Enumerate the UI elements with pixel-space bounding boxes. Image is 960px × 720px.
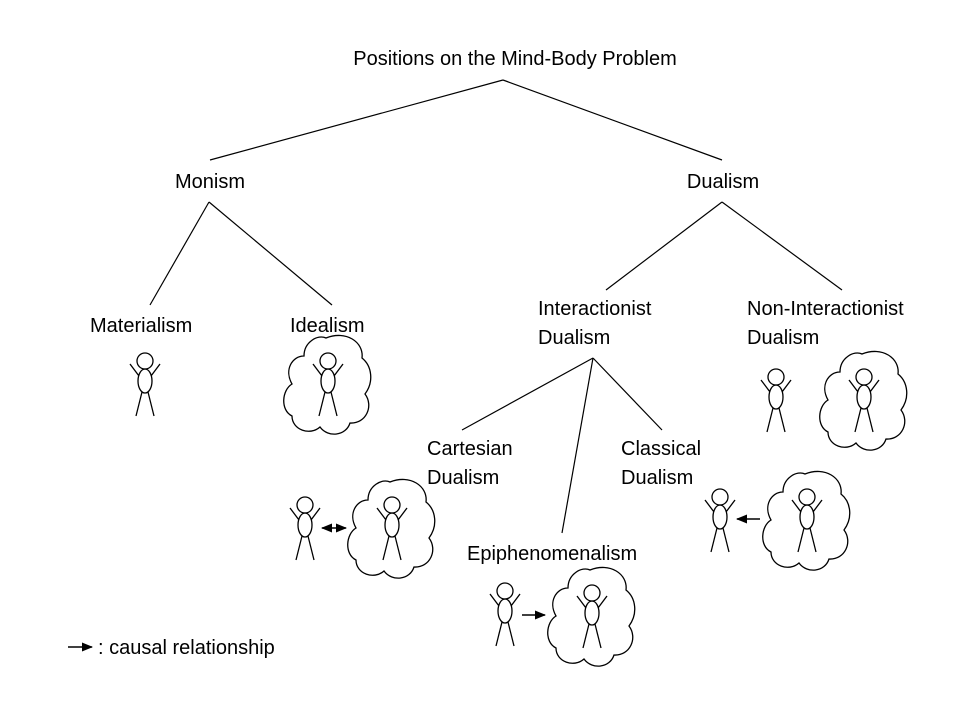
tree-edges	[149, 79, 843, 534]
epiphenomenalism-body-icon	[489, 582, 521, 647]
diagram-title: Positions on the Mind-Body Problem	[353, 48, 677, 70]
node-interactionist-line1: Interactionist	[538, 298, 652, 320]
node-materialism: Materialism	[90, 315, 192, 337]
noninteractionist-mind-cloud-icon	[819, 350, 908, 451]
classical-mind-body-icon	[791, 488, 823, 553]
node-classical-line1: Classical	[621, 438, 701, 460]
edge-interactionist-classical	[592, 357, 663, 431]
epiphenomenalism-mind-cloud-icon	[547, 566, 636, 667]
node-cartesian-dualism: Cartesian Dualism	[427, 438, 518, 489]
noninteractionist-body-icon	[760, 368, 792, 433]
materialism-body-icon	[129, 352, 161, 417]
cartesian-mind-body-icon	[376, 496, 408, 561]
edge-monism-materialism	[149, 201, 210, 306]
node-idealism: Idealism	[290, 315, 364, 337]
node-noninteractionist-line2: Dualism	[747, 327, 819, 349]
epiphenomenalism-mind-body-icon	[576, 584, 608, 649]
node-noninteractionist-line1: Non-Interactionist	[747, 298, 904, 320]
idealism-body-icon	[312, 352, 344, 417]
edge-interactionist-epiphenomenalism	[561, 357, 594, 534]
noninteractionist-mind-body-icon	[848, 368, 880, 433]
node-classical-dualism: Classical Dualism	[621, 438, 707, 489]
classical-mind-cloud-icon	[762, 470, 851, 571]
node-interactionist-line2: Dualism	[538, 327, 610, 349]
node-cartesian-line1: Cartesian	[427, 438, 513, 460]
edge-dualism-noninteractionist	[721, 201, 843, 291]
edge-root-monism	[209, 79, 504, 161]
node-epiphenomenalism: Epiphenomenalism	[467, 543, 637, 565]
edge-dualism-interactionist	[605, 201, 723, 291]
edge-root-dualism	[502, 79, 723, 161]
node-non-interactionist-dualism: Non-Interactionist Dualism	[747, 298, 909, 349]
legend-text: : causal relationship	[98, 637, 275, 659]
node-classical-line2: Dualism	[621, 467, 693, 489]
edge-interactionist-cartesian	[461, 357, 594, 431]
node-interactionist-dualism: Interactionist Dualism	[538, 298, 657, 349]
edge-monism-idealism	[208, 201, 333, 306]
legend: : causal relationship	[68, 637, 275, 659]
node-dualism: Dualism	[687, 171, 759, 193]
node-cartesian-line2: Dualism	[427, 467, 499, 489]
idealism-mind-cloud-icon	[283, 334, 372, 435]
cartesian-mind-cloud-icon	[347, 478, 436, 579]
node-monism: Monism	[175, 171, 245, 193]
classical-body-icon	[704, 488, 736, 553]
cartesian-body-icon	[289, 496, 321, 561]
